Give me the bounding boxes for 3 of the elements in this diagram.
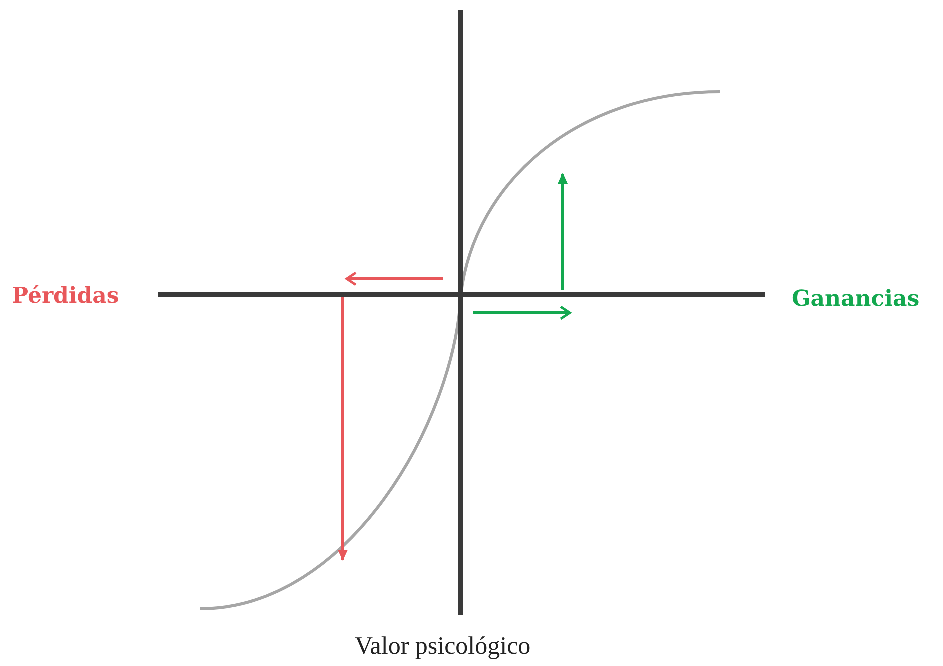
axis-label: Pérdidas <box>12 282 120 311</box>
axis-title: Valor psicológico <box>355 632 531 662</box>
axis-label: Ganancias <box>792 285 920 314</box>
